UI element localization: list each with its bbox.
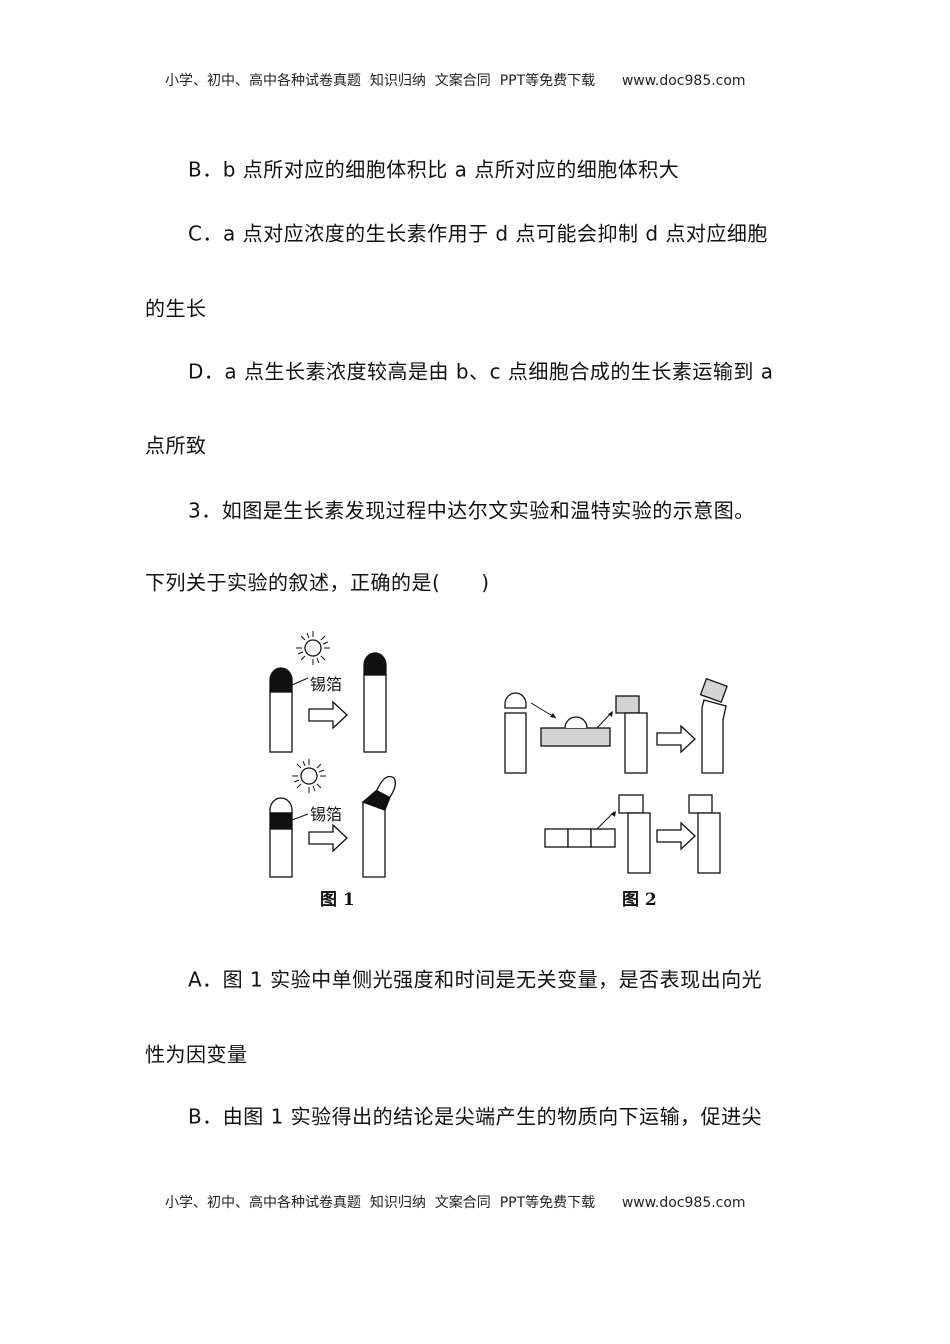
arrow-icon <box>656 725 696 753</box>
agar-block <box>540 727 611 747</box>
option-c-cont: 的生长 <box>145 296 207 321</box>
figure-2-caption: 图 2 <box>622 890 657 910</box>
option-c-text: C．a 点对应浓度的生长素作用于 d 点可能会抑制 d 点对应细胞 <box>188 221 768 246</box>
answer-b-text: B．由图 1 实验得出的结论是尖端产生的物质向下运输，促进尖 <box>188 1104 763 1129</box>
option-d-cont: 点所致 <box>145 433 207 458</box>
sun-icon <box>295 630 331 666</box>
foil-label: 锡箔 <box>310 675 342 694</box>
foil-label: 锡箔 <box>310 805 342 824</box>
coleoptile <box>269 828 293 878</box>
option-d-text: D．a 点生长素浓度较高是由 b、c 点细胞合成的生长素运输到 a <box>188 359 774 384</box>
arrow-icon <box>308 701 348 729</box>
arrow-icon <box>308 824 348 852</box>
page-footer: 小学、初中、高中各种试卷真题 知识归纳 文案合同 PPT等免费下载 www.do… <box>165 1195 746 1211</box>
answer-a-cont: 性为因变量 <box>145 1042 248 1067</box>
sun-icon <box>291 758 327 794</box>
figure-1-caption: 图 1 <box>320 890 355 910</box>
question-3-text: 3．如图是生长素发现过程中达尔文实验和温特实验的示意图。 <box>188 498 755 523</box>
option-b-text: B．b 点所对应的细胞体积比 a 点所对应的细胞体积大 <box>188 157 680 182</box>
arrow-icon <box>656 822 696 850</box>
foil-band <box>269 812 293 830</box>
coleoptile <box>363 674 387 753</box>
foil-cap <box>269 667 293 693</box>
answer-a-text: A．图 1 实验中单侧光强度和时间是无关变量，是否表现出向光 <box>188 967 763 992</box>
page-header: 小学、初中、高中各种试卷真题 知识归纳 文案合同 PPT等免费下载 www.do… <box>165 73 746 89</box>
experiment-figure: 锡箔 锡箔 图 1 图 2 <box>269 630 728 910</box>
coleoptile <box>269 691 293 753</box>
question-3-cont: 下列关于实验的叙述，正确的是( ) <box>145 570 490 595</box>
